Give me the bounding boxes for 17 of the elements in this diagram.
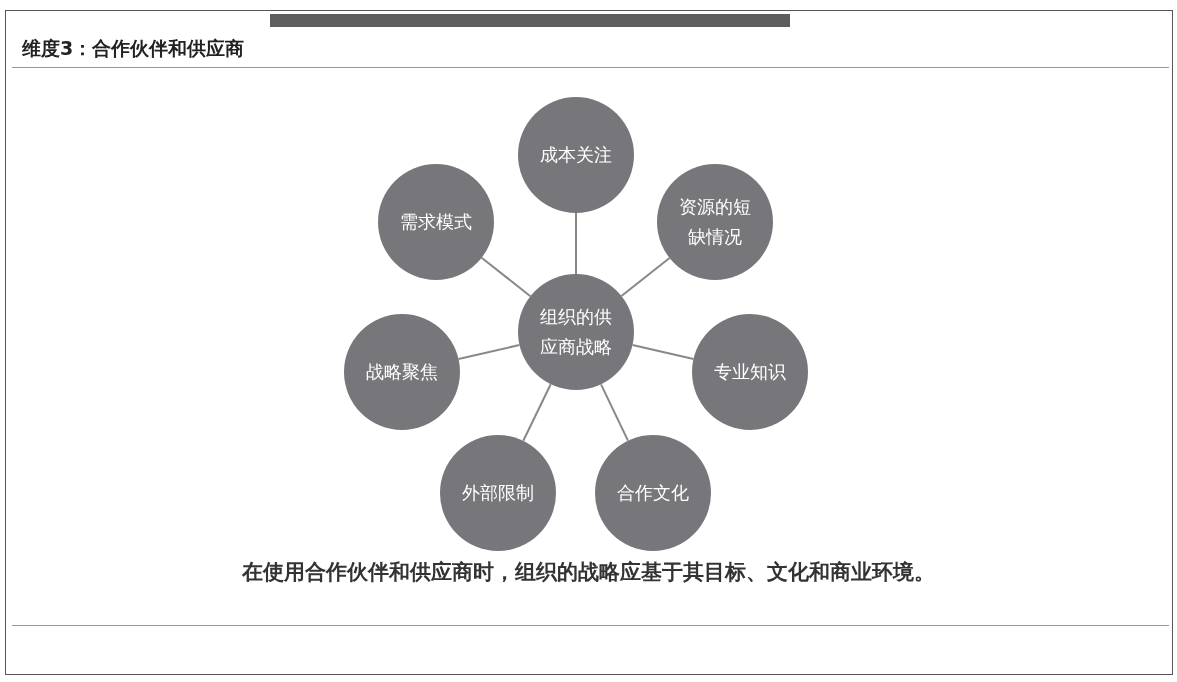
connector-line	[631, 344, 695, 360]
topic-circle: 资源的短缺情况	[657, 164, 773, 280]
section-title: 维度3：合作伙伴和供应商	[22, 36, 245, 61]
connector-line	[600, 383, 629, 442]
connector-line	[457, 344, 521, 360]
connector-line	[575, 212, 577, 275]
topic-circle: 合作文化	[595, 435, 711, 551]
connector-line	[522, 383, 552, 442]
topic-circle: 成本关注	[518, 97, 634, 213]
topic-circle: 需求模式	[378, 164, 494, 280]
topic-circle: 战略聚焦	[344, 314, 460, 430]
connector-line	[620, 257, 671, 297]
topic-circle: 专业知识	[692, 314, 808, 430]
caption: 在使用合作伙伴和供应商时，组织的战略应基于其目标、文化和商业环境。	[241, 559, 936, 586]
topic-circle: 组织的供应商战略	[518, 274, 634, 390]
topic-circle: 外部限制	[440, 435, 556, 551]
connector-line	[480, 256, 532, 298]
